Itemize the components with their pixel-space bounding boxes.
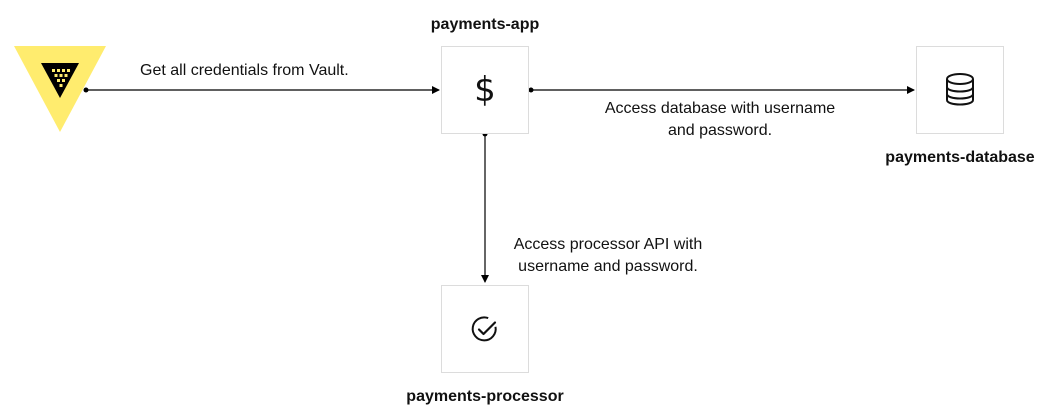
app-to-database-label-line-2: and password. (667, 122, 773, 139)
vault-logo (14, 46, 106, 132)
payments-app-title: payments-app (430, 16, 540, 33)
app-database-connector-start-dot (528, 87, 534, 93)
payments-database-node (916, 46, 1004, 134)
app-to-processor-label-line-2: username and password. (518, 258, 698, 275)
database-icon (946, 73, 974, 106)
payments-processor-node (441, 285, 529, 373)
vault-to-app-label: Get all credentials from Vault. (140, 62, 349, 79)
payments-processor-title: payments-processor (406, 388, 564, 405)
app-to-database-label: Access database with username and passwo… (584, 98, 856, 142)
vault-connector-start-dot (83, 87, 89, 93)
payments-database-title: payments-database (885, 149, 1035, 166)
dollar-icon: $ (474, 70, 496, 110)
app-to-processor-label-line-1: Access processor API with (513, 236, 703, 253)
app-to-processor-label: Access processor API with username and p… (494, 234, 722, 278)
check-circle-icon (471, 316, 497, 342)
app-to-database-label-line-1: Access database with username (604, 100, 836, 117)
payments-app-node: $ (441, 46, 529, 134)
